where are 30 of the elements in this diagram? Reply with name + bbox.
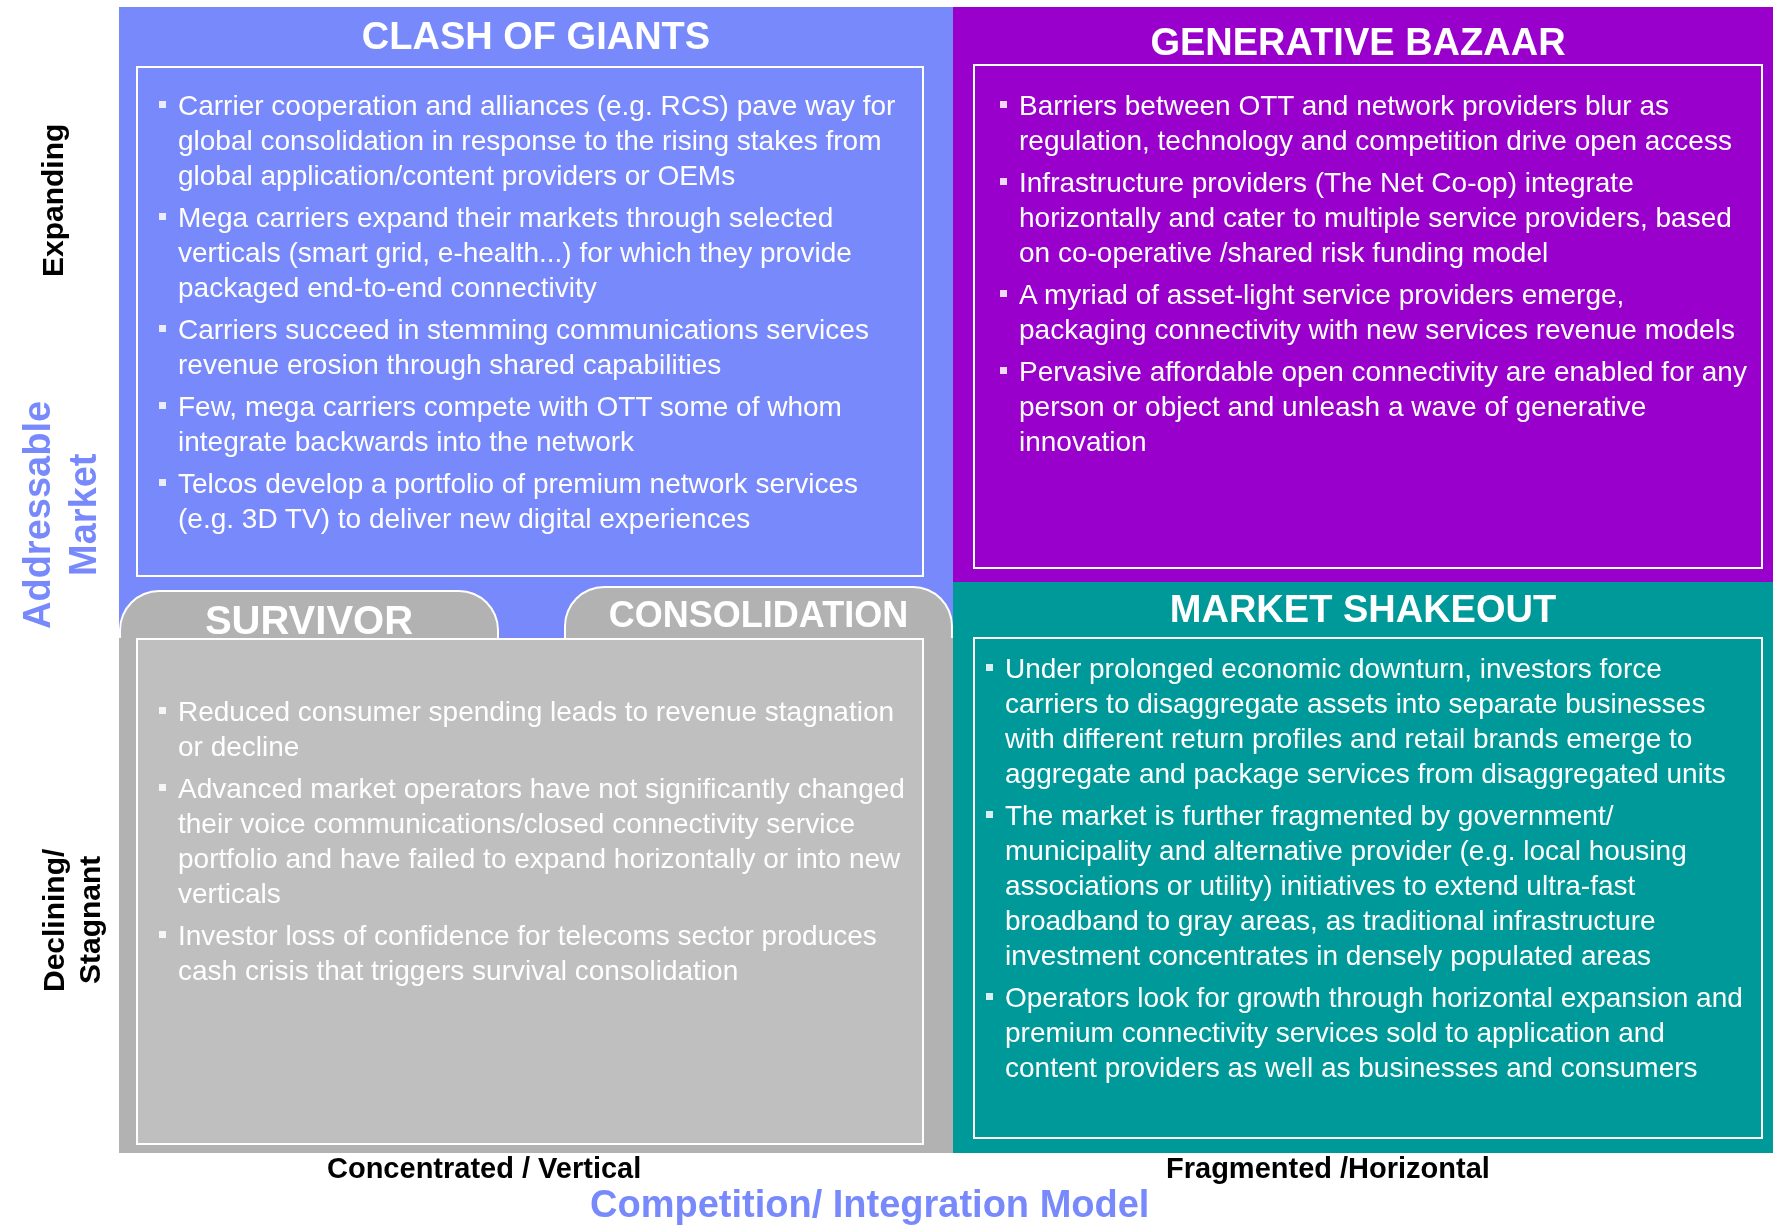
bullet-text: Barriers between OTT and network providers blur as regulation, technology and competition drive open access (997, 88, 1753, 158)
bullet-text: Under prolonged economic downturn, investors force carriers to disaggregate assets into separate businesses with different return profiles and retail brands emerge to aggregate and package services from disaggregated units (983, 651, 1753, 791)
axis-label: Declining/ Stagnant (36, 847, 107, 994)
bullet-text: Telcos develop a portfolio of premium network services (e.g. 3D TV) to deliver new digital experiences (156, 466, 914, 536)
bullet-text: Operators look for growth through horizontal expansion and premium connectivity services sold to application and content providers as well as businesses and consumers (983, 980, 1753, 1085)
quadrant-panel (953, 7, 1773, 582)
axis-label: Expanding (36, 122, 70, 279)
bullet-text: Advanced market operators have not significantly changed their voice communications/closed connectivity service portfolio and have failed to expand horizontally or into new verticals (156, 771, 914, 911)
axis-label: Addressable Market (15, 399, 105, 632)
quadrant-heading: GENERATIVE BAZAAR (1149, 21, 1567, 64)
bullet-text: The market is further fragmented by government/ municipality and alternative provider (e.g. local housing associations or utility) initiatives to extend ultra-fast broadband to gray areas, as traditional infrastructure investment concentrates in densely populated areas (983, 798, 1753, 973)
bullet-text: Pervasive affordable open connectivity are enabled for any person or object and unleash a wave of generative innovation (997, 354, 1753, 459)
diagram-title: Competition/ Integration Model (590, 1184, 1150, 1224)
quadrant-heading: SURVIVOR (203, 598, 415, 643)
quadrant-heading: CLASH OF GIANTS (360, 15, 712, 58)
axis-label: Fragmented /Horizontal (1166, 1152, 1490, 1184)
bullet-text: Few, mega carriers compete with OTT some of whom integrate backwards into the network (156, 389, 914, 459)
bullet-text: A myriad of asset-light service providers emerge, packaging connectivity with new services revenue models (997, 277, 1753, 347)
quadrant-heading: MARKET SHAKEOUT (1168, 588, 1558, 631)
quadrant-heading: CONSOLIDATION (607, 594, 910, 636)
quadrant-panel (119, 582, 953, 1153)
bullet-text: Carrier cooperation and alliances (e.g. RCS) pave way for global consolidation in response to the rising stakes from global application/content providers or OEMs (156, 88, 914, 193)
quadrant-panel (953, 582, 1773, 1153)
bullet-text: Investor loss of confidence for telecoms sector produces cash crisis that triggers survival consolidation (156, 918, 914, 988)
bullet-text: Reduced consumer spending leads to revenue stagnation or decline (156, 694, 914, 764)
quadrant-panel (119, 7, 953, 582)
bullet-text: Carriers succeed in stemming communications services revenue erosion through shared capabilities (156, 312, 914, 382)
axis-label: Concentrated / Vertical (327, 1152, 642, 1184)
bullet-text: Mega carriers expand their markets through selected verticals (smart grid, e-health...) for which they provide packaged end-to-end connectivity (156, 200, 914, 305)
bullet-text: Infrastructure providers (The Net Co-op) integrate horizontally and cater to multiple service providers, based on co-operative /shared risk funding model (997, 165, 1753, 270)
